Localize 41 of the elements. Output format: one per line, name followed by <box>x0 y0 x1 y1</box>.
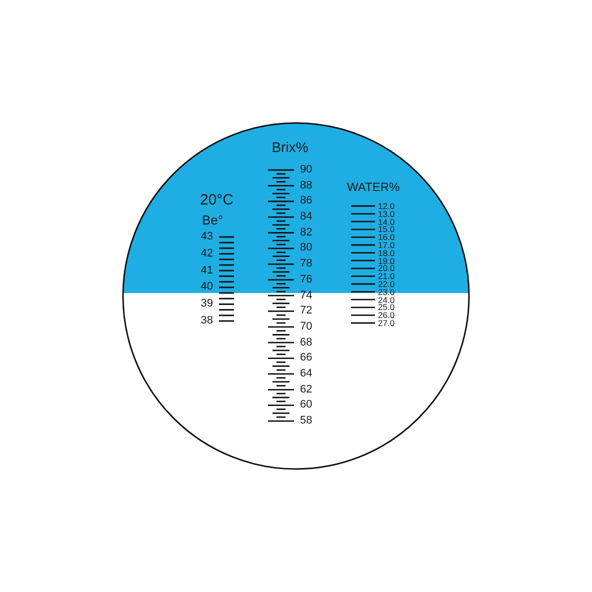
scale-number: 90 <box>300 164 312 176</box>
scale-number: 70 <box>300 321 312 332</box>
scale-heading: WATER% <box>347 181 400 193</box>
scale-number: 18.0 <box>378 248 395 258</box>
scale-number: 41 <box>200 265 213 276</box>
scale-number: 25.0 <box>378 303 395 312</box>
scale-number: 26.0 <box>378 310 395 320</box>
scale-number: 76 <box>300 274 312 286</box>
scale-number: 64 <box>300 368 312 380</box>
scale-number: 72 <box>300 306 312 317</box>
scale-number: 40 <box>200 282 213 293</box>
scale-number: 38 <box>200 316 213 326</box>
scale-heading: 20°C <box>200 192 234 208</box>
scale-number: 21.0 <box>378 272 395 280</box>
scale-number: 42 <box>200 248 213 260</box>
scale-number: 88 <box>300 180 312 192</box>
scale-number: 14.0 <box>378 217 395 226</box>
scale-number: 62 <box>300 384 312 396</box>
scale-number: 78 <box>300 258 312 270</box>
scale-number: 43 <box>200 232 213 242</box>
scale-number: 24.0 <box>378 295 395 304</box>
scale-heading: Be° <box>202 214 224 226</box>
scale-number: 22.0 <box>378 280 395 288</box>
scale-number: 60 <box>300 400 312 411</box>
scale-number: 80 <box>300 242 312 254</box>
scale-number: 15.0 <box>378 225 395 234</box>
scale-number: 13.0 <box>378 210 395 218</box>
scale-number: 82 <box>300 227 312 238</box>
scale-number: 84 <box>300 212 312 223</box>
scale-number: 19.0 <box>378 256 395 265</box>
scale-number: 12.0 <box>378 202 395 210</box>
scale-heading: Brix% <box>272 140 308 154</box>
scale-number: 39 <box>200 298 213 310</box>
scale-number: 16.0 <box>378 232 395 242</box>
scale-number: 27.0 <box>378 318 395 328</box>
scale-number: 66 <box>300 352 312 364</box>
scale-number: 68 <box>300 337 312 348</box>
scale-number: 86 <box>300 196 312 207</box>
scale-number: 58 <box>300 416 312 427</box>
scale-number: 17.0 <box>378 240 395 250</box>
scale-number: 20.0 <box>378 264 395 273</box>
